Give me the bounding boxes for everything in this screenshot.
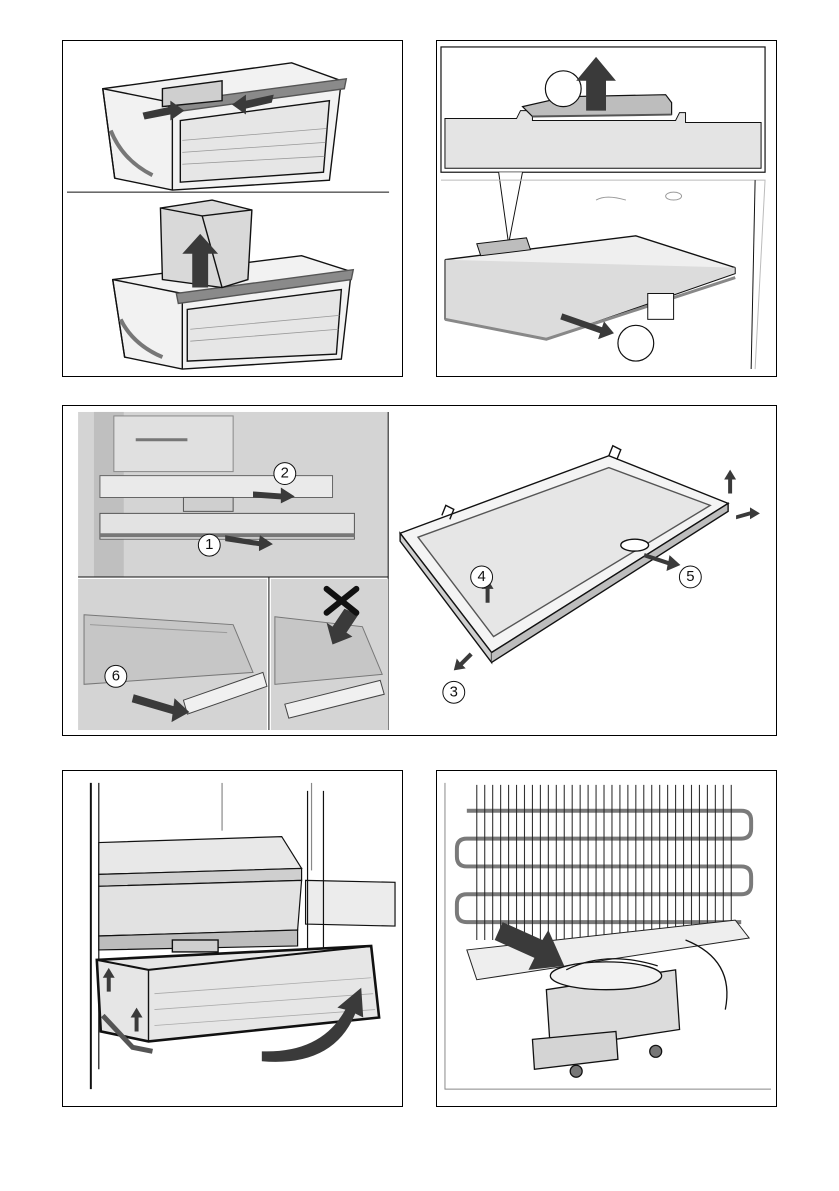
crisper-drawer-illustration <box>63 771 402 1106</box>
step-label-2: 2 <box>281 466 289 482</box>
compressor-illustration <box>437 771 776 1106</box>
shelf-clip-illustration <box>437 41 776 376</box>
fridge-interior <box>91 783 395 1089</box>
step-label-1: 1 <box>205 537 213 553</box>
zoom-inset <box>441 47 765 172</box>
step-label-4: 4 <box>477 569 485 585</box>
drawer-divider-illustration <box>63 41 402 376</box>
figure-glass-shelf: 2 1 3 4 5 6 <box>62 405 777 736</box>
step-label-6: 6 <box>112 668 120 684</box>
glass-shelf-illustration: 2 1 3 4 5 6 <box>63 406 776 735</box>
shelf-scene <box>441 180 765 369</box>
figure-drawer-divider <box>62 40 403 377</box>
zoom-pointer <box>499 172 523 244</box>
figure-crisper-drawer <box>62 770 403 1107</box>
subfigure-shelf-exploded <box>400 446 728 663</box>
step-label-5: 5 <box>686 569 694 585</box>
figure-shelf-clip <box>436 40 777 377</box>
drawer-bottom <box>113 200 354 369</box>
subfigure-shelf-insert <box>78 579 267 730</box>
subfigure-shelf-pull <box>78 412 388 577</box>
drawer-top <box>103 63 347 190</box>
figure-compressor <box>436 770 777 1107</box>
callout-circle-a <box>545 71 581 107</box>
subfigure-wrong-insert <box>271 579 388 730</box>
step-label-3: 3 <box>450 684 458 700</box>
callout-circle-b <box>618 325 654 361</box>
